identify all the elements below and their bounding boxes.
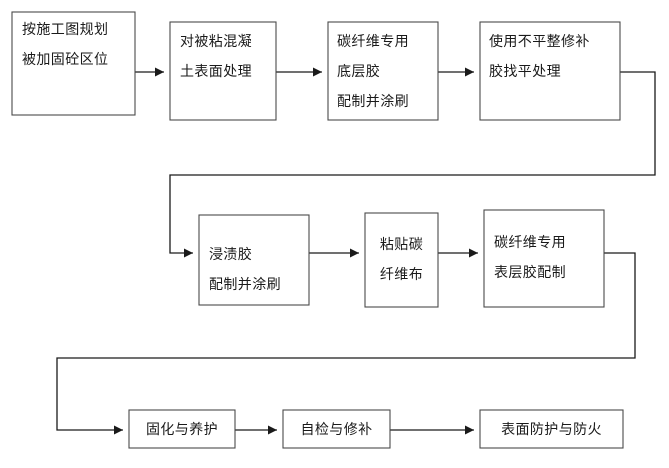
node-label-line: 胶找平处理 [489,63,561,80]
node-label-line: 固化与养护 [146,422,218,438]
connector-n1-to-n2 [135,67,164,77]
node-box[interactable] [169,21,277,121]
arrowhead-icon [155,67,164,77]
flow-node-10[interactable]: 表面防护与防火 [479,409,624,449]
node-label-line: 碳纤维专用 [337,34,409,50]
node-label-line: 土表面处理 [180,64,252,80]
node-label-line: 浸渍胶 [209,246,252,263]
connector-line [56,252,636,431]
node-label-line: 配制并涂刷 [209,277,281,293]
node-box[interactable] [327,21,439,121]
connector-n9-to-n10 [390,425,474,435]
node-box[interactable] [479,21,621,121]
node-label-line: 配制并涂刷 [337,94,409,110]
arrowhead-icon [268,425,277,435]
arrowhead-icon [465,425,474,435]
node-label-line: 表面防护与防火 [501,422,602,438]
connector-n8-to-n9 [235,425,277,435]
connector-n6-to-n7 [438,248,478,258]
node-label-line: 使用不平整修补 [489,33,590,50]
node-label-line: 对被粘混凝 [180,34,252,50]
arrowhead-icon [350,248,359,258]
connector-n7-to-n8 [56,252,636,435]
node-box[interactable] [282,409,391,449]
arrowhead-icon [469,248,478,258]
node-box[interactable] [128,409,236,449]
node-label-line: 按施工图规划 [22,22,108,38]
node-box[interactable] [483,209,605,308]
arrowhead-icon [184,248,193,258]
node-label-line: 被加固砼区位 [22,52,108,68]
arrowhead-icon [114,425,123,435]
node-box[interactable] [198,214,310,306]
connectors-layer [56,67,656,435]
connector-n4-to-n5 [169,71,656,258]
node-box[interactable] [364,212,439,308]
flow-node-9[interactable]: 自检与修补 [282,409,391,449]
node-label-line: 自检与修补 [301,422,373,438]
node-box[interactable] [479,409,624,449]
flow-node-8[interactable]: 固化与养护 [128,409,236,449]
node-box[interactable] [11,11,136,116]
connector-n5-to-n6 [309,248,359,258]
arrowhead-icon [465,67,474,77]
node-label-line: 表层胶配制 [494,264,566,281]
nodes-layer: 按施工图规划被加固砼区位对被粘混凝土表面处理碳纤维专用底层胶配制并涂刷使用不平整… [11,11,624,449]
node-label-line: 纤维布 [380,267,423,283]
node-label-line: 底层胶 [337,63,380,80]
node-label-line: 碳纤维专用 [494,235,566,251]
node-label-line: 粘贴碳 [380,237,423,253]
connector-n2-to-n3 [276,67,322,77]
arrowhead-icon [313,67,322,77]
connector-n3-to-n4 [438,67,474,77]
connector-line [169,71,656,254]
